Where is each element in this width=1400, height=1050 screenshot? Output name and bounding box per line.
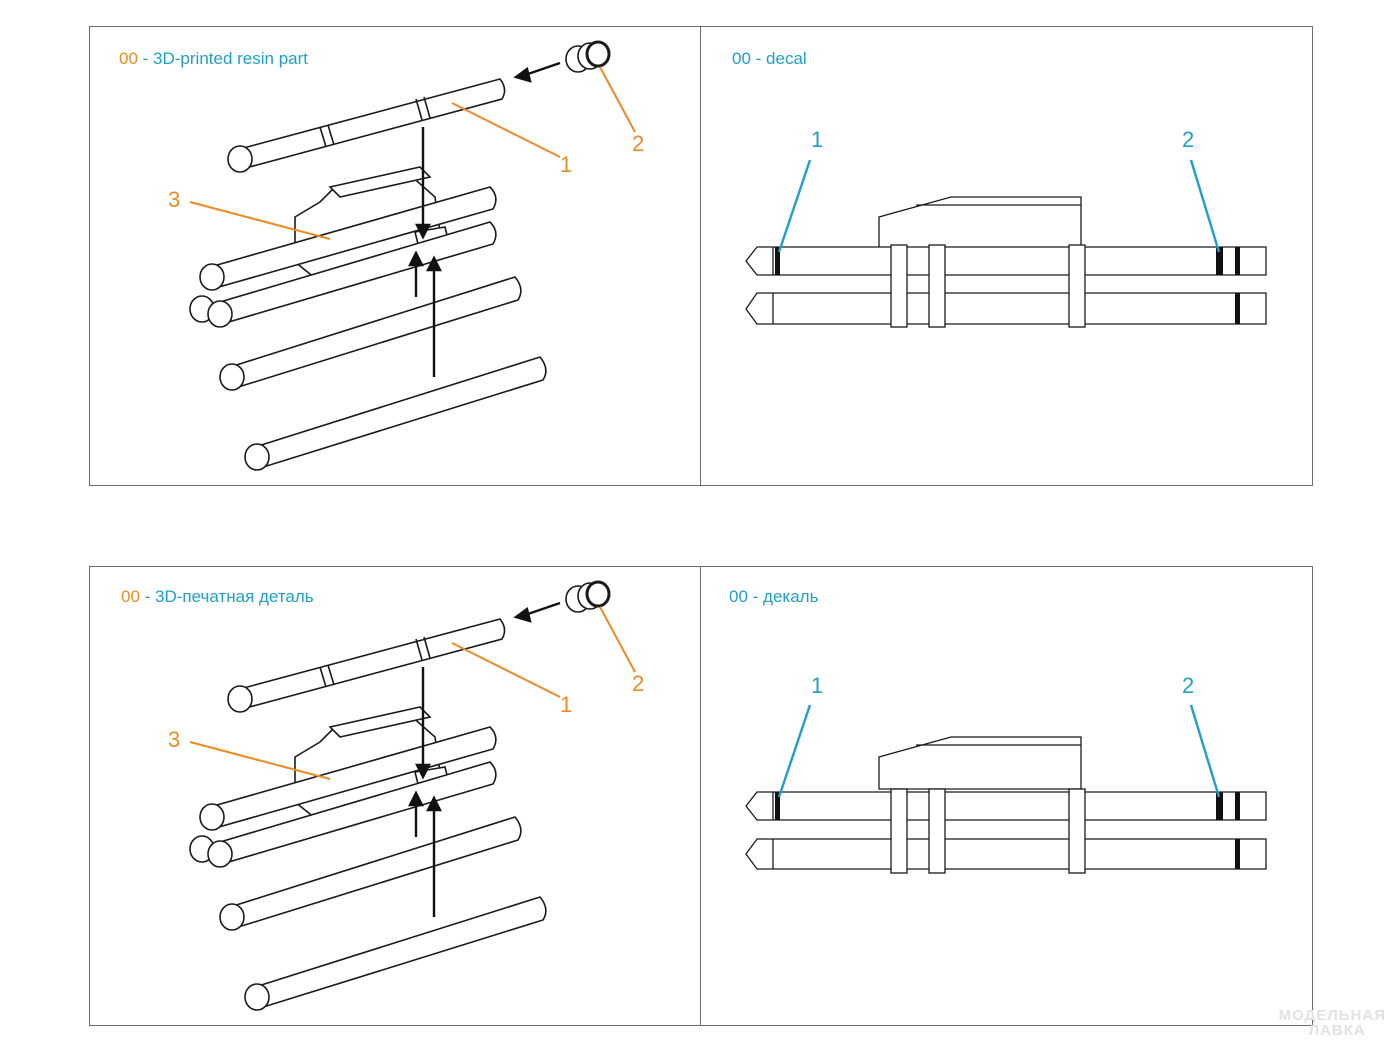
resin-part-panel: 00 - 3D-печатная деталь xyxy=(90,567,701,1025)
decal-callout-2: 2 xyxy=(1182,127,1194,152)
panel-title: decal xyxy=(766,49,807,68)
watermark-logo: МОДЕЛЬНАЯ ЛАВКА xyxy=(1278,1007,1386,1039)
callout-1: 1 xyxy=(560,152,572,177)
side-view-drawing: 1 2 xyxy=(745,127,1267,328)
part-code: 00 xyxy=(119,49,138,68)
panel-header: 00 - decal xyxy=(732,49,807,68)
exploded-assembly-drawing: 1 2 3 xyxy=(168,580,644,1011)
callout-2: 2 xyxy=(632,671,644,696)
decal-panel: 00 - декаль xyxy=(701,567,1312,1025)
side-view-drawing: 1 2 xyxy=(745,673,1267,874)
part-code: 00 xyxy=(121,587,140,606)
callout-3: 3 xyxy=(168,727,180,752)
resin-part-panel: 00 - 3D-printed resin part xyxy=(90,27,701,485)
decal-panel: 00 - decal xyxy=(701,27,1312,485)
panel-title: 3D-printed resin part xyxy=(153,49,308,68)
callout-3: 3 xyxy=(168,187,180,212)
panel-header: 00 - 3D-printed resin part xyxy=(119,49,308,68)
panel-title: декаль xyxy=(763,587,819,606)
instruction-block-ru: 00 - 3D-печатная деталь xyxy=(89,566,1313,1026)
assembly-arrows xyxy=(408,601,561,917)
decal-callout-1: 1 xyxy=(811,673,823,698)
decal-code: 00 xyxy=(732,49,751,68)
exploded-assembly-drawing: 1 2 3 xyxy=(168,40,644,471)
callout-1: 1 xyxy=(560,692,572,717)
callout-2: 2 xyxy=(632,131,644,156)
cap-part-2 xyxy=(565,40,611,73)
decal-callout-2: 2 xyxy=(1182,673,1194,698)
tube-part-1 xyxy=(227,78,506,173)
panel-header: 00 - 3D-печатная деталь xyxy=(121,587,314,606)
assembly-arrows xyxy=(408,61,561,377)
instruction-block-en: 00 - 3D-printed resin part xyxy=(89,26,1313,486)
panel-title: 3D-печатная деталь xyxy=(155,587,314,606)
decal-callout-1: 1 xyxy=(811,127,823,152)
decal-code: 00 xyxy=(729,587,748,606)
panel-header: 00 - декаль xyxy=(729,587,819,606)
